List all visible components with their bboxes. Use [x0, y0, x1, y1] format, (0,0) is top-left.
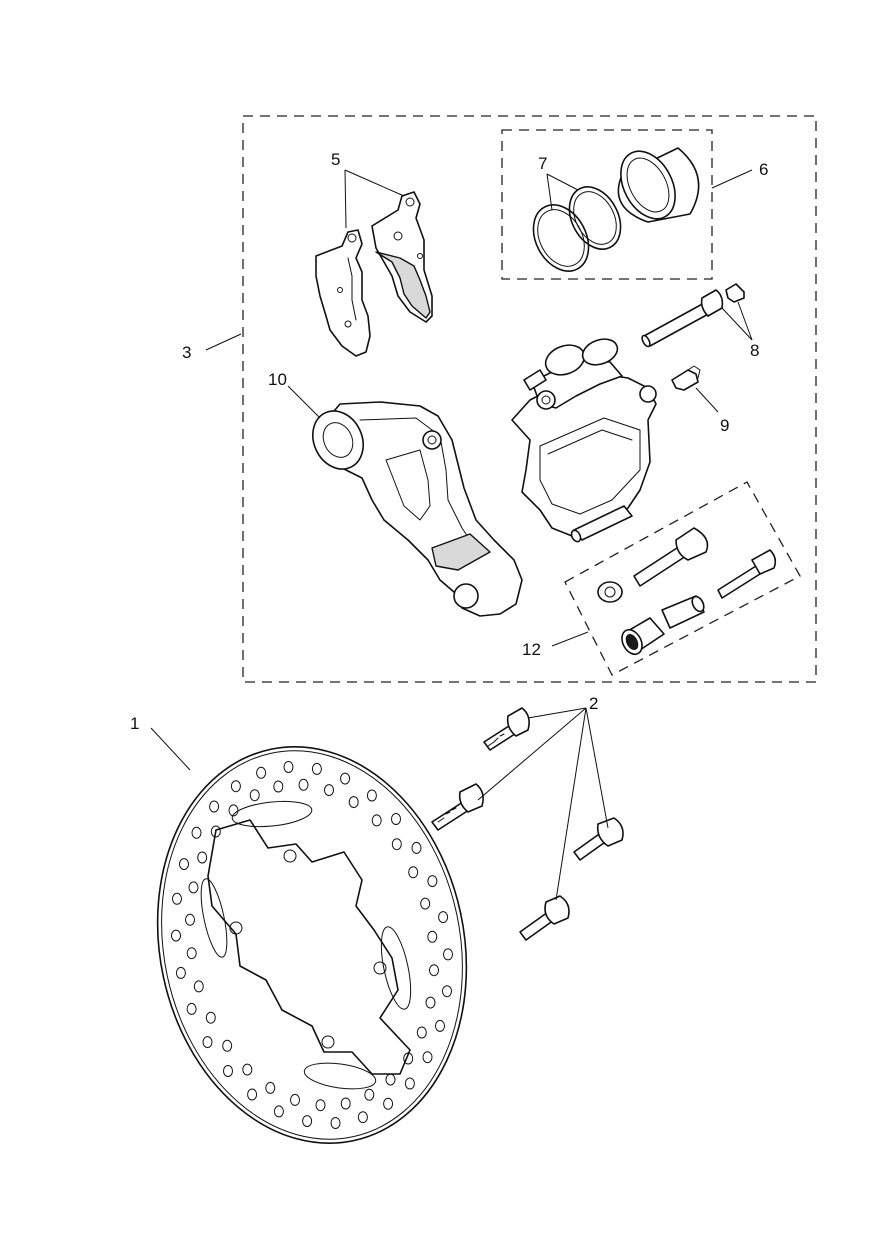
- vent-hole: [193, 980, 204, 993]
- vent-hole: [385, 1073, 396, 1086]
- bolt-icon[interactable]: [519, 895, 570, 941]
- vent-hole: [442, 985, 452, 998]
- disc-vent-holes: [171, 761, 453, 1129]
- vent-hole: [186, 947, 197, 960]
- vent-hole: [438, 911, 449, 924]
- vent-hole: [391, 838, 402, 851]
- vent-hole: [256, 766, 267, 779]
- vent-hole: [230, 780, 241, 793]
- vent-hole: [330, 1117, 341, 1129]
- vent-hole: [391, 813, 401, 825]
- vent-hole: [209, 800, 220, 813]
- vent-hole: [273, 780, 284, 793]
- vent-hole: [429, 964, 439, 977]
- piston-icon[interactable]: [610, 142, 700, 228]
- vent-hole: [290, 1093, 300, 1106]
- vent-hole: [249, 789, 260, 802]
- brake-pad-icon[interactable]: [315, 229, 371, 357]
- vent-hole: [340, 1097, 351, 1110]
- vent-hole: [197, 851, 208, 864]
- vent-hole: [283, 761, 294, 773]
- vent-hole: [408, 866, 419, 879]
- vent-hole: [205, 1011, 216, 1024]
- vent-hole: [357, 1111, 368, 1124]
- vent-hole: [324, 784, 334, 797]
- vent-hole: [223, 1065, 233, 1077]
- vent-hole: [315, 1099, 326, 1112]
- bolt-icon[interactable]: [483, 707, 530, 751]
- callout-7: 7: [538, 154, 547, 173]
- vent-hole: [171, 929, 181, 942]
- vent-hole: [427, 875, 438, 888]
- vent-hole: [416, 1026, 427, 1039]
- seal-ring-icon[interactable]: [559, 178, 631, 258]
- leader-lines: [150, 169, 753, 901]
- vent-hole: [420, 897, 431, 910]
- vent-hole: [242, 1063, 253, 1076]
- callout-6: 6: [759, 160, 768, 179]
- callout-9: 9: [720, 416, 729, 435]
- vent-hole: [348, 796, 359, 809]
- vent-hole: [247, 1088, 258, 1101]
- vent-hole: [364, 1088, 375, 1101]
- vent-hole: [383, 1097, 394, 1110]
- callout-12: 12: [522, 640, 541, 659]
- vent-hole: [175, 966, 186, 979]
- vent-hole: [425, 996, 436, 1009]
- piston-seal-dashed-box: [501, 129, 713, 280]
- vent-hole: [404, 1077, 415, 1090]
- vent-hole: [435, 1019, 445, 1032]
- vent-hole: [179, 858, 189, 871]
- callout-3: 3: [182, 343, 191, 362]
- caliper-kit-dashed-box: [242, 115, 817, 683]
- caliper-bracket-icon[interactable]: [304, 401, 523, 617]
- vent-hole: [186, 1002, 197, 1015]
- callout-2: 2: [589, 694, 598, 713]
- vent-hole: [311, 762, 322, 775]
- caliper-body-icon[interactable]: [511, 335, 657, 544]
- callout-10: 10: [268, 370, 287, 389]
- vent-hole: [210, 825, 221, 838]
- bleed-nipple-icon[interactable]: [671, 365, 701, 391]
- bolt-icon[interactable]: [431, 783, 484, 831]
- vent-hole: [403, 1052, 414, 1065]
- vent-hole: [427, 930, 438, 943]
- callout-5: 5: [331, 150, 340, 169]
- vent-hole: [228, 804, 239, 817]
- vent-hole: [422, 1051, 433, 1064]
- seal-ring-icon[interactable]: [522, 195, 599, 280]
- vent-hole: [298, 778, 309, 791]
- callout-8: 8: [750, 341, 759, 360]
- vent-hole: [185, 913, 195, 926]
- brake-pad-icon[interactable]: [371, 191, 433, 323]
- vent-hole: [371, 814, 382, 827]
- vent-hole: [443, 948, 453, 961]
- vent-hole: [191, 826, 202, 839]
- vent-hole: [222, 1039, 233, 1052]
- plug-icon[interactable]: [725, 283, 745, 303]
- vent-hole: [202, 1036, 213, 1049]
- slide-pin-icon[interactable]: [641, 289, 724, 348]
- vent-hole: [366, 789, 377, 802]
- callout-1: 1: [130, 714, 139, 733]
- slide-kit-parts-icon[interactable]: [597, 527, 777, 658]
- vent-hole: [265, 1081, 276, 1094]
- vent-hole: [188, 881, 199, 894]
- vent-hole: [411, 841, 422, 854]
- vent-hole: [273, 1105, 284, 1118]
- vent-hole: [172, 892, 182, 905]
- brake-disc-icon[interactable]: [122, 718, 503, 1172]
- slide-kit-dashed-box: [564, 481, 801, 676]
- bolt-icon[interactable]: [573, 817, 624, 861]
- vent-hole: [340, 772, 351, 785]
- vent-hole: [302, 1115, 313, 1128]
